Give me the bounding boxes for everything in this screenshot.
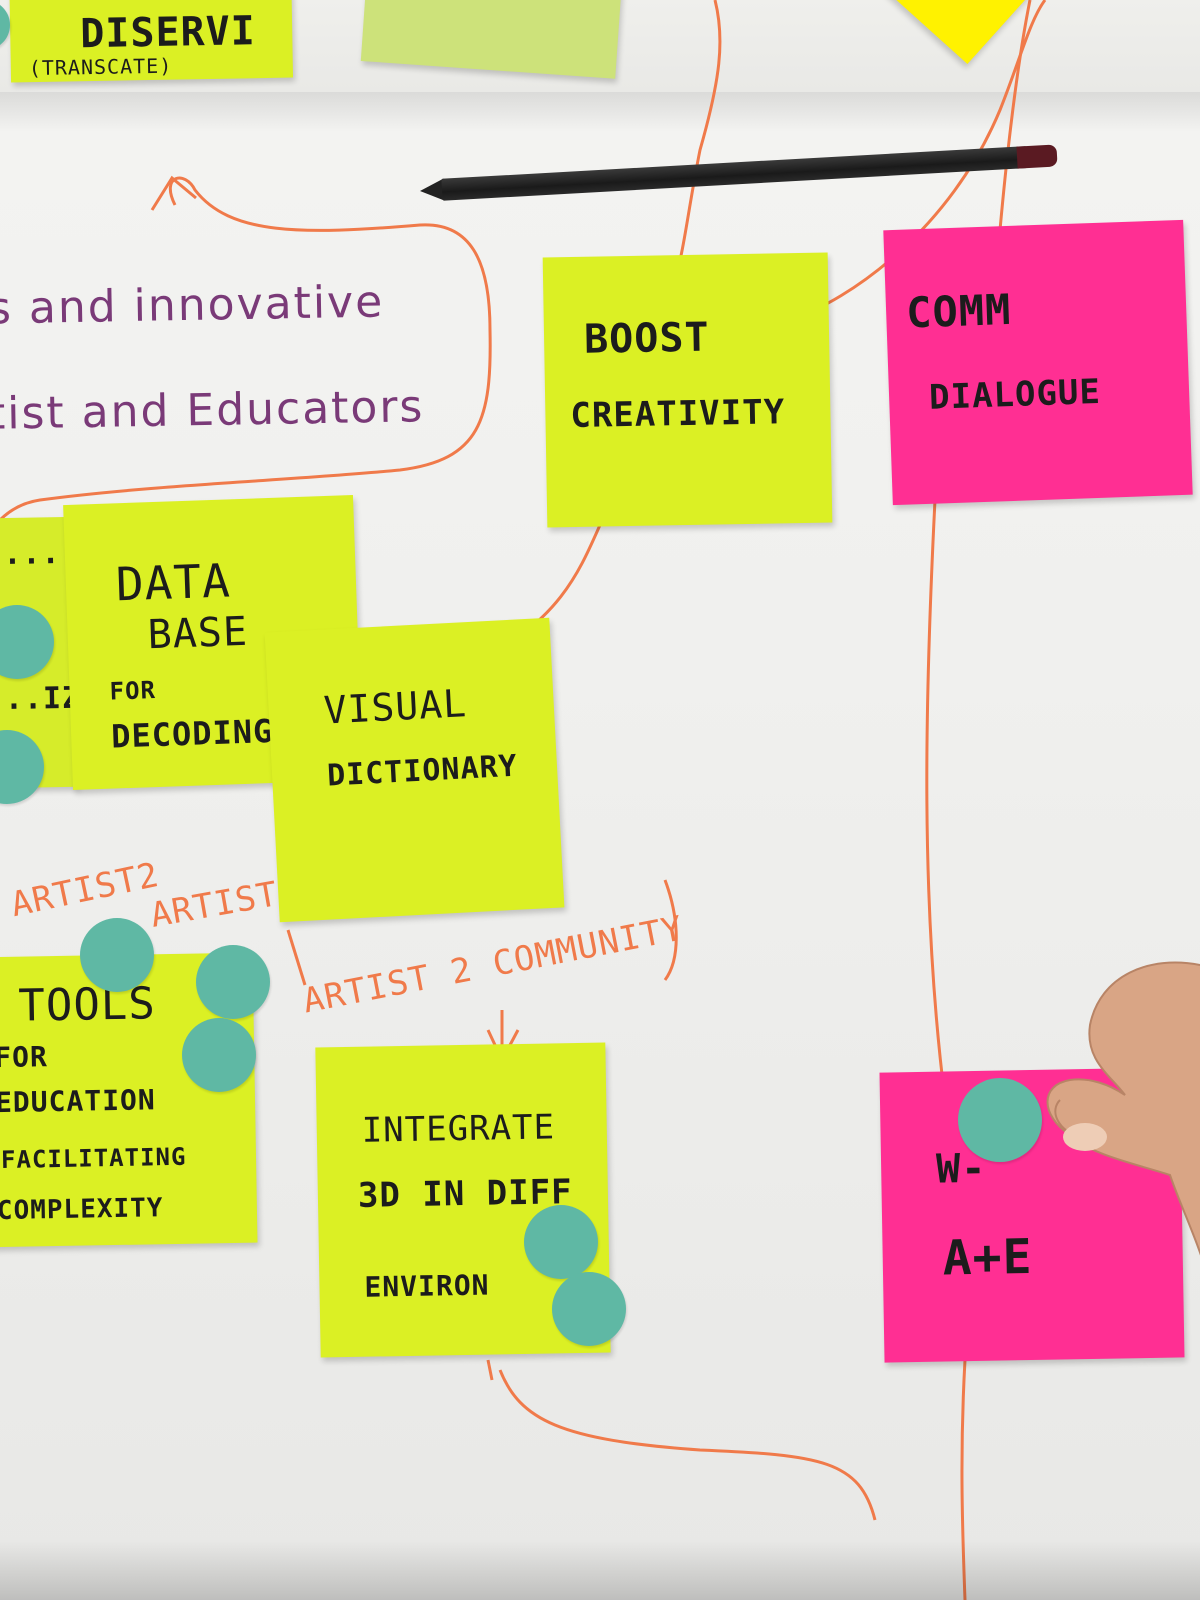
vote-dot[interactable] <box>196 945 270 1019</box>
note-text: EDUCATION <box>0 1083 157 1120</box>
sticky-note-visual-dictionary[interactable]: VISUAL DICTIONARY <box>264 617 565 923</box>
black-pencil <box>419 144 1059 202</box>
note-text: COMM <box>905 284 1013 338</box>
note-text: INTEGRATE <box>361 1107 556 1151</box>
note-text: DATA <box>114 553 232 612</box>
note-text: CREATIVITY <box>570 392 786 437</box>
connector-line-right-vertical <box>925 499 947 1101</box>
sticky-note-boost-creativity[interactable]: BOOST CREATIVITY <box>542 252 833 528</box>
connector-line-bottom-curve <box>498 1369 877 1521</box>
paper-sheet-edge-shadow <box>0 92 1200 132</box>
note-text: COMPLEXITY <box>0 1193 164 1227</box>
hand <box>1046 961 1200 1256</box>
vote-dot[interactable] <box>182 1018 256 1092</box>
handwritten-label-artist2artist-a: ARTIST2 <box>7 854 163 926</box>
note-text: FOR <box>109 676 157 706</box>
handwritten-phrase-innovative: s and innovative <box>0 276 385 335</box>
sticky-note-comm-dialogue[interactable]: COMM DIALOGUE <box>883 219 1193 506</box>
vote-dot[interactable] <box>80 918 154 992</box>
note-text: FOR <box>0 1040 49 1075</box>
bottom-shadow <box>0 1540 1200 1600</box>
note-text: A+E <box>942 1229 1033 1287</box>
handwritten-label-artist2artist-b: ARTIST <box>147 874 282 936</box>
note-text: BOOST <box>583 314 710 363</box>
sticky-note-diservi[interactable]: DISERVI (TRANSCATE) <box>8 0 294 83</box>
note-text: DICTIONARY <box>326 748 519 794</box>
handwritten-phrase-educators: tist and Educators <box>0 381 425 440</box>
connector-line-bottom-tick <box>486 1359 494 1381</box>
note-text: VISUAL <box>322 681 469 733</box>
note-text: DIALOGUE <box>928 371 1102 418</box>
handwritten-label-artist2community: ARTIST 2 COMMUNITY <box>299 908 687 1022</box>
bubble-arrow-head <box>150 175 197 211</box>
vote-dot[interactable] <box>524 1205 598 1279</box>
speech-bubble-outline <box>0 176 492 522</box>
note-text: (TRANSCATE) <box>28 53 173 81</box>
note-text: ENVIRON <box>364 1268 490 1304</box>
note-text: DISERVI <box>79 8 257 58</box>
vote-dot[interactable] <box>958 1078 1042 1162</box>
note-text: TOOLS <box>17 978 157 1032</box>
note-text: BASE <box>146 608 249 659</box>
vote-dot[interactable] <box>0 0 10 50</box>
vote-dot[interactable] <box>552 1272 626 1346</box>
note-text: FACILITATING <box>0 1142 187 1174</box>
tick-mark-artist <box>286 929 307 986</box>
note-text: ... <box>2 536 61 573</box>
note-text: DECODING <box>110 711 274 756</box>
